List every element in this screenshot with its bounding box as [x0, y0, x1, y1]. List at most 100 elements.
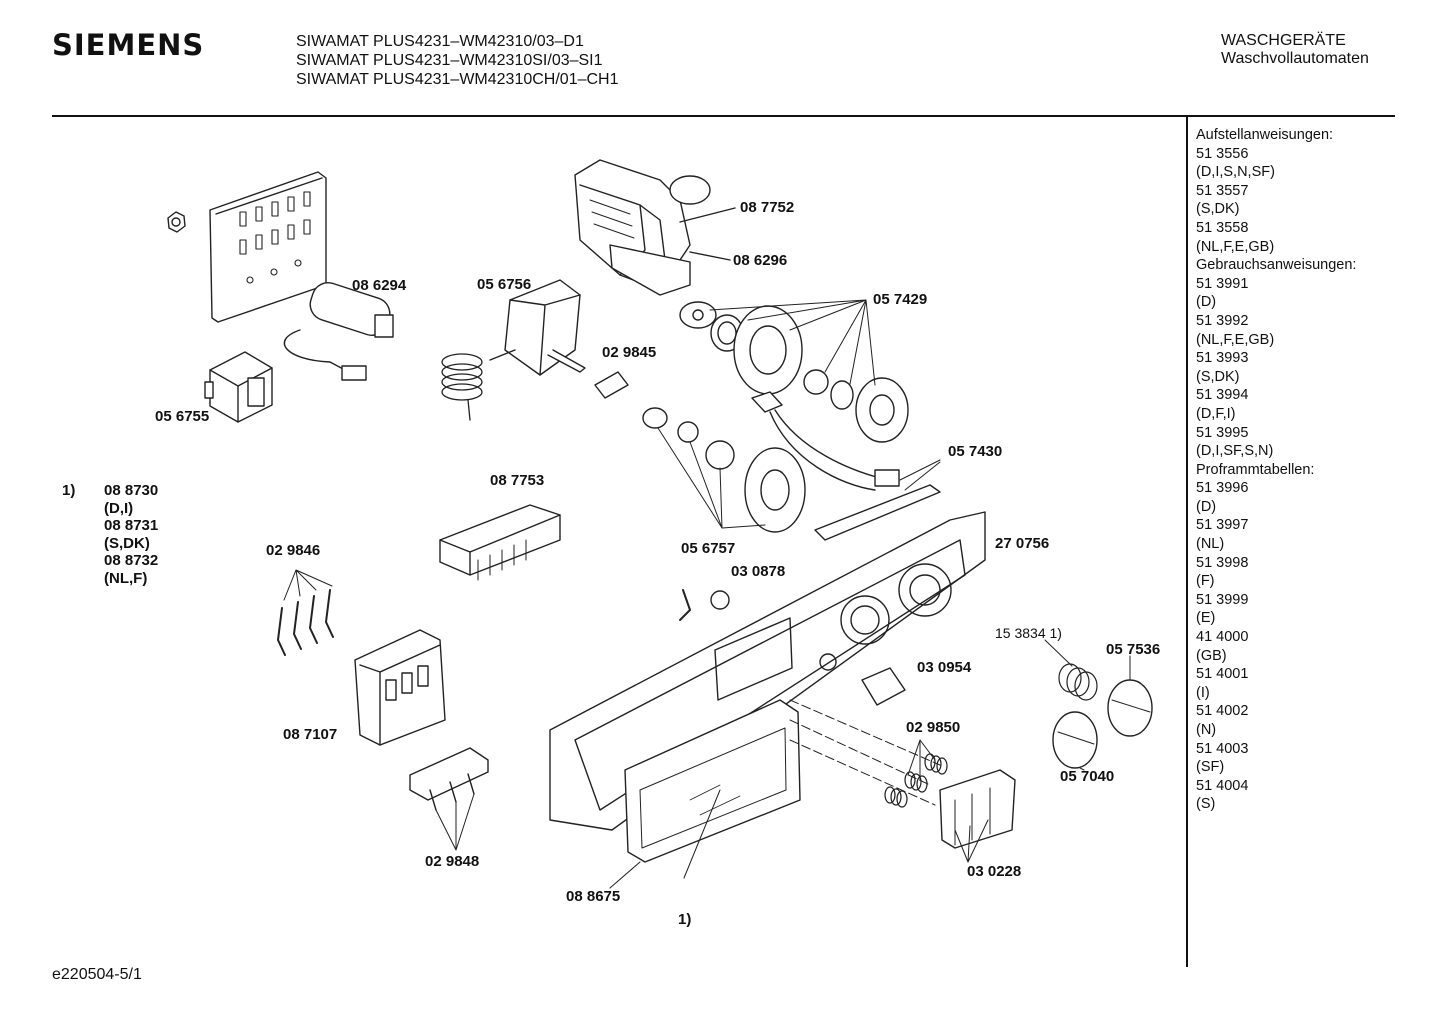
footnote-marker: 1): [62, 482, 76, 499]
document-list-line: 51 3556: [1196, 145, 1249, 162]
document-code: e220504-5/1: [52, 966, 142, 983]
control-panel: [549, 511, 986, 831]
button-keys: [939, 769, 1016, 849]
rotary-knob: [1052, 679, 1153, 769]
footnote-line: 08 8731: [104, 517, 159, 534]
door-lock: [504, 279, 586, 376]
model-list: SIWAMAT PLUS4231–WM42310/03–D1 SIWAMAT P…: [296, 32, 619, 89]
document-list-line: Aufstellanweisungen:: [1196, 127, 1334, 143]
part-label: 08 7752: [740, 199, 795, 216]
part-label: 02 9848: [425, 853, 480, 870]
document-list-line: 51 3992: [1196, 312, 1249, 329]
footnote-line: 08 8732: [104, 552, 159, 569]
document-list-line: 51 4004: [1196, 777, 1249, 794]
mounting-plate: [209, 171, 327, 323]
document-list-line: 51 3991: [1196, 275, 1249, 292]
document-list-line: 51 3557: [1196, 182, 1249, 199]
footnote-line: (NL,F): [104, 569, 148, 587]
door-flap: [624, 699, 801, 863]
category-subtitle: Waschvollautomaten: [1221, 50, 1369, 67]
document-list-line: (S,DK): [1196, 201, 1240, 218]
program-switch: [354, 629, 446, 746]
document-list-line: (NL,F,E,GB): [1196, 331, 1275, 348]
document-list-line: 51 3996: [1196, 480, 1249, 497]
document-list-line: (D,I,S,N,SF): [1196, 164, 1275, 181]
document-list-line: Proframmtabellen:: [1196, 461, 1315, 478]
spring-knob: [1058, 663, 1098, 701]
document-list: Aufstellanweisungen:51 3556(D,I,S,N,SF)5…: [1196, 126, 1356, 814]
model-line: SIWAMAT PLUS4231–WM42310CH/01–CH1: [296, 71, 619, 88]
rocker-buttons: [409, 747, 489, 811]
part-label: 05 7430: [948, 443, 1003, 460]
part-label: 05 7536: [1106, 641, 1161, 658]
document-list-line: (D,F,I): [1196, 405, 1236, 422]
document-list-line: (S): [1196, 796, 1216, 813]
relay-block: [439, 504, 561, 581]
contact-springs: [277, 589, 334, 656]
document-list-line: (SF): [1196, 759, 1225, 776]
part-label: 05 6755: [155, 408, 210, 425]
part-label: 03 0228: [967, 863, 1022, 880]
part-label: 03 0878: [731, 563, 786, 580]
document-list-line: 51 3993: [1196, 350, 1249, 367]
document-list-line: (N): [1196, 722, 1217, 738]
document-list-line: (GB): [1196, 647, 1227, 664]
document-list-line: 51 3995: [1196, 424, 1249, 441]
footnote-line: (S,DK): [104, 534, 150, 552]
document-list-line: (I): [1196, 684, 1210, 701]
part-label: 02 9850: [906, 719, 961, 736]
header-divider: [52, 115, 1395, 117]
document-list-line: (S,DK): [1196, 368, 1240, 385]
document-list-line: (NL,F,E,GB): [1196, 238, 1275, 255]
document-list-line: (D): [1196, 294, 1217, 311]
part-label: 05 6756: [477, 276, 532, 293]
footnote-parts: 08 8730 (D,I) 08 8731 (S,DK) 08 8732 (NL…: [104, 482, 158, 587]
part-label: 03 0954: [917, 659, 972, 676]
part-label: 08 6296: [733, 252, 788, 269]
note-marker-label: 1): [678, 911, 692, 928]
document-list-line: Gebrauchsanweisungen:: [1196, 257, 1357, 274]
part-label: 08 7753: [490, 472, 545, 489]
seal-ring: [679, 301, 909, 443]
footnote-line: 08 8730: [104, 482, 159, 499]
document-list-line: (D,I,SF,S,N): [1196, 443, 1274, 460]
part-label: 15 3834 1): [995, 625, 1062, 641]
part-label: 08 6294: [352, 277, 407, 294]
transformer: [204, 351, 273, 423]
brand-logo: SIEMENS: [52, 28, 205, 62]
document-list-line: 51 3998: [1196, 554, 1249, 571]
part-label: 05 6757: [681, 540, 736, 557]
document-list-line: 51 4003: [1196, 740, 1249, 757]
document-list-line: (D): [1196, 498, 1217, 515]
document-list-line: 51 3558: [1196, 219, 1249, 236]
footnote-line: (D,I): [104, 499, 134, 517]
part-label: 27 0756: [995, 535, 1050, 552]
part-label: 02 9846: [266, 542, 321, 559]
model-line: SIWAMAT PLUS4231–WM42310SI/03–SI1: [296, 52, 603, 69]
connector-clip: [594, 371, 629, 399]
exploded-diagram: [167, 159, 1153, 889]
part-label: 08 7107: [283, 726, 338, 743]
sidebar-divider: [1186, 117, 1188, 967]
part-label: 02 9845: [602, 344, 657, 361]
document-list-line: 51 3999: [1196, 591, 1249, 608]
spring-set: [884, 753, 948, 808]
model-line: SIWAMAT PLUS4231–WM42310/03–D1: [296, 33, 584, 50]
cable-channel: [814, 484, 941, 541]
hex-nut: [167, 211, 186, 233]
document-list-line: 41 4000: [1196, 629, 1249, 646]
document-list-line: (E): [1196, 610, 1216, 627]
category-title: WASCHGERÄTE: [1221, 32, 1346, 49]
heater-coil: [441, 353, 483, 421]
capacitor: [283, 282, 394, 381]
document-list-line: 51 4001: [1196, 666, 1249, 683]
document-list-line: (NL): [1196, 536, 1225, 553]
document-list-line: 51 3997: [1196, 517, 1249, 534]
part-label: 08 8675: [566, 888, 621, 905]
document-list-line: 51 3994: [1196, 387, 1249, 404]
category: WASCHGERÄTE Waschvollautomaten: [1221, 32, 1369, 68]
timer-motor: [574, 159, 711, 296]
part-label: 05 7040: [1060, 768, 1115, 785]
document-list-line: (F): [1196, 573, 1215, 590]
document-list-line: 51 4002: [1196, 703, 1249, 720]
